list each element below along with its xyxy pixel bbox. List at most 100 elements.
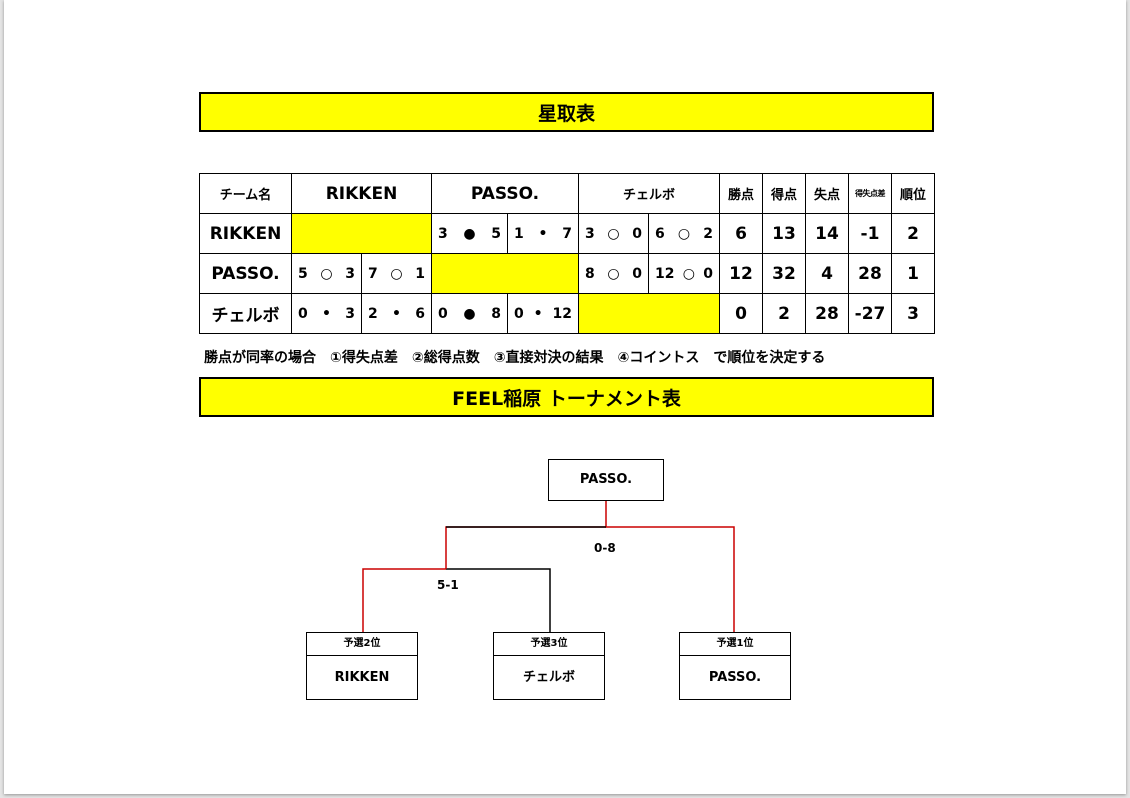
home-score: 6 xyxy=(655,225,665,242)
away-score: 12 xyxy=(552,305,572,322)
away-score: 0 xyxy=(703,265,713,282)
result-mark: • xyxy=(533,305,543,322)
tournament-title-banner: FEEL稲原 トーナメント表 xyxy=(199,377,934,417)
diff-cell: -1 xyxy=(848,213,892,254)
match-result: 3 ○ 0 xyxy=(580,225,648,242)
away-score: 3 xyxy=(345,305,355,322)
result-mark: ○ xyxy=(677,225,691,242)
team-name-cell: PASSO. xyxy=(199,253,292,294)
result-mark: ● xyxy=(463,225,476,242)
match-result-cell: 0 ● 8 xyxy=(431,293,508,334)
rank-cell: 2 xyxy=(891,213,935,254)
away-score: 2 xyxy=(703,225,713,242)
match-result: 2 • 6 xyxy=(363,305,431,322)
match-result: 1 • 7 xyxy=(509,225,578,242)
scored-cell: 32 xyxy=(762,253,806,294)
match-result: 6 ○ 2 xyxy=(650,225,719,242)
home-score: 5 xyxy=(298,265,308,282)
scored-cell: 2 xyxy=(762,293,806,334)
rank-cell: 3 xyxy=(891,293,935,334)
semi-loser-line xyxy=(446,568,551,632)
header-scored: 得点 xyxy=(762,173,806,214)
standings-table: チーム名 RIKKEN PASSO. チェルボ 勝点 得点 失点 得失点差 順位… xyxy=(199,173,935,334)
bracket-lines xyxy=(362,501,735,632)
result-mark: ● xyxy=(463,305,476,322)
standings-header-row: チーム名 RIKKEN PASSO. チェルボ 勝点 得点 失点 得失点差 順位 xyxy=(199,173,935,214)
home-score: 2 xyxy=(368,305,378,322)
standings-title-banner: 星取表 xyxy=(199,92,934,132)
match-result: 0 • 3 xyxy=(293,305,361,322)
home-score: 7 xyxy=(368,265,378,282)
result-mark: • xyxy=(538,225,548,242)
away-score: 3 xyxy=(345,265,355,282)
header-rank: 順位 xyxy=(891,173,935,214)
header-passo: PASSO. xyxy=(431,173,579,214)
match-result-cell: 12 ○ 0 xyxy=(648,253,720,294)
home-score: 0 xyxy=(298,305,308,322)
final-right-line xyxy=(605,501,735,632)
home-score: 12 xyxy=(655,265,675,282)
semi-score: 5-1 xyxy=(437,578,459,592)
conceded-cell: 28 xyxy=(805,293,849,334)
away-score: 0 xyxy=(632,265,642,282)
conceded-cell: 4 xyxy=(805,253,849,294)
result-mark: ○ xyxy=(320,265,333,282)
home-score: 3 xyxy=(438,225,448,242)
rank-cell: 1 xyxy=(891,253,935,294)
away-score: 5 xyxy=(491,225,501,242)
seed-rank-label: 予選1位 xyxy=(680,633,790,656)
standings-title: 星取表 xyxy=(537,102,595,125)
diff-cell: 28 xyxy=(848,253,892,294)
seed-team: PASSO. xyxy=(708,670,762,685)
seed-rank-label: 予選2位 xyxy=(307,633,417,656)
away-score: 1 xyxy=(415,265,425,282)
match-result-cell: 0 • 3 xyxy=(291,293,362,334)
result-mark: • xyxy=(392,305,401,322)
match-result-cell: 3 ○ 0 xyxy=(578,213,649,254)
document-page: 星取表 チーム名 RIKKEN PASSO. チェルボ 勝点 得点 失点 得失点… xyxy=(4,0,1126,794)
semi-winner-line xyxy=(362,568,446,632)
seed-box-2nd: 予選2位 RIKKEN xyxy=(306,632,418,700)
home-score: 8 xyxy=(585,265,595,282)
points-cell: 0 xyxy=(719,293,763,334)
points-cell: 12 xyxy=(719,253,763,294)
home-score: 3 xyxy=(585,225,595,242)
match-result: 5 ○ 3 xyxy=(293,265,361,282)
seed-team: RIKKEN xyxy=(334,670,390,685)
match-result: 0 ● 8 xyxy=(433,305,507,322)
match-result: 8 ○ 0 xyxy=(580,265,648,282)
result-mark: ○ xyxy=(607,225,620,242)
tiebreak-note: 勝点が同率の場合 ①得失点差 ②総得点数 ③直接対決の結果 ④コイントス で順位… xyxy=(204,350,826,366)
header-goal-diff: 得失点差 xyxy=(848,173,892,214)
away-score: 7 xyxy=(562,225,572,242)
team-name-cell: チェルボ xyxy=(199,293,292,334)
away-score: 8 xyxy=(491,305,501,322)
self-match-cell xyxy=(578,293,720,334)
self-match-cell xyxy=(291,213,432,254)
away-score: 0 xyxy=(632,225,642,242)
match-result: 7 ○ 1 xyxy=(363,265,431,282)
result-mark: • xyxy=(322,305,331,322)
header-team-name: チーム名 xyxy=(199,173,292,214)
champion-team: PASSO. xyxy=(579,472,633,487)
away-score: 6 xyxy=(415,305,425,322)
champion-box: PASSO. xyxy=(548,459,664,501)
result-mark: ○ xyxy=(607,265,620,282)
match-result-cell: 1 • 7 xyxy=(507,213,579,254)
home-score: 0 xyxy=(438,305,448,322)
match-result-cell: 0•12 xyxy=(507,293,579,334)
result-mark: ○ xyxy=(390,265,403,282)
match-result: 12 ○ 0 xyxy=(650,265,719,282)
header-conceded: 失点 xyxy=(805,173,849,214)
final-left-line xyxy=(445,526,606,569)
match-result-cell: 6 ○ 2 xyxy=(648,213,720,254)
match-result-cell: 8 ○ 0 xyxy=(578,253,649,294)
seed-rank-label: 予選3位 xyxy=(494,633,604,656)
diff-cell: -27 xyxy=(848,293,892,334)
home-score: 1 xyxy=(514,225,524,242)
result-mark: ○ xyxy=(682,265,695,282)
seed-team: チェルボ xyxy=(522,670,575,685)
